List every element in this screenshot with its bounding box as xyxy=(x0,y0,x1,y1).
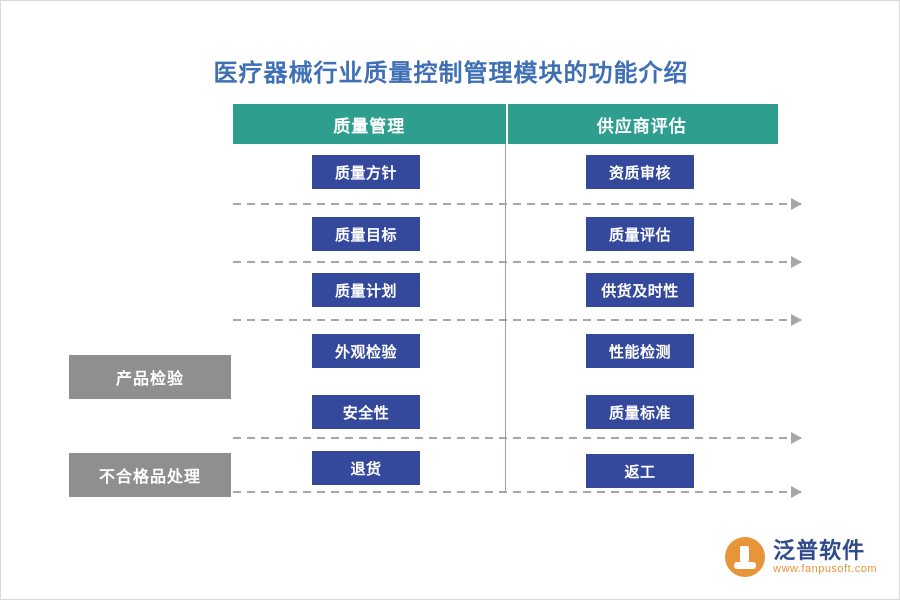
column-header-quality: 质量管理 xyxy=(333,116,406,136)
arrow-head-icon xyxy=(791,432,802,444)
item-right-1[interactable]: 资质审核 xyxy=(586,155,694,189)
category-product-inspection[interactable]: 产品检验 xyxy=(69,355,231,399)
category-nonconforming[interactable]: 不合格品处理 xyxy=(69,453,231,497)
item-left-5[interactable]: 安全性 xyxy=(312,395,420,429)
dashed-arrow-4 xyxy=(233,432,802,444)
center-separator-line xyxy=(505,144,506,492)
page-title: 医疗器械行业质量控制管理模块的功能介绍 xyxy=(213,60,689,87)
arrow-head-icon xyxy=(791,198,802,210)
item-right-3[interactable]: 供货及时性 xyxy=(586,273,694,307)
brand-mark-icon xyxy=(725,537,766,577)
item-left-1[interactable]: 质量方针 xyxy=(312,155,420,189)
item-left-6[interactable]: 退货 xyxy=(312,451,420,485)
dashed-arrow-1 xyxy=(233,198,802,210)
dashed-arrow-2 xyxy=(233,256,802,268)
header-divider xyxy=(505,104,508,144)
column-header-bar: 质量管理 供应商评估 xyxy=(233,104,778,144)
item-right-2[interactable]: 质量评估 xyxy=(586,217,694,251)
item-left-2[interactable]: 质量目标 xyxy=(312,217,420,251)
arrow-head-icon xyxy=(791,486,802,498)
brand-name: 泛普软件 xyxy=(773,537,866,563)
brand-url: www.fanpusoft.com xyxy=(773,563,877,576)
column-header-supplier: 供应商评估 xyxy=(596,116,687,136)
arrow-head-icon xyxy=(791,314,802,326)
brand-text: 泛普软件 www.fanpusoft.com xyxy=(773,537,877,576)
arrow-head-icon xyxy=(791,256,802,268)
dashed-arrow-3 xyxy=(233,314,802,326)
item-left-3[interactable]: 质量计划 xyxy=(312,273,420,307)
dashed-arrow-5 xyxy=(233,486,802,498)
item-right-6[interactable]: 返工 xyxy=(586,454,694,488)
item-right-4[interactable]: 性能检测 xyxy=(586,334,694,368)
brand-logo: 泛普软件 www.fanpusoft.com xyxy=(725,537,877,577)
item-right-5[interactable]: 质量标准 xyxy=(586,395,694,429)
item-left-4[interactable]: 外观检验 xyxy=(312,334,420,368)
